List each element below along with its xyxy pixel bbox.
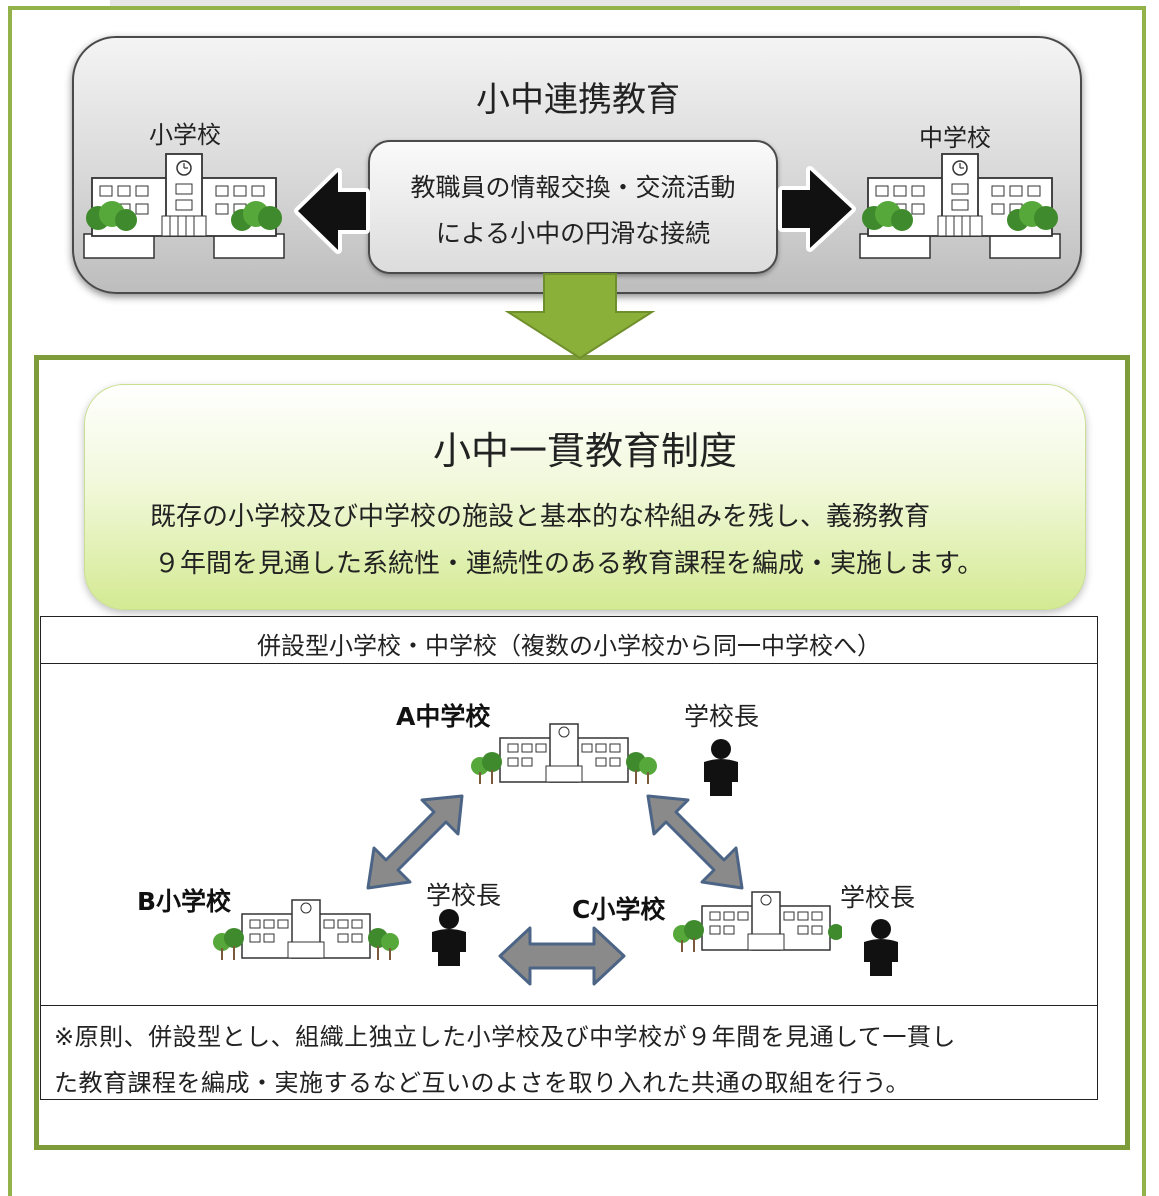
junior-high-label: 中学校 [919,124,991,152]
exchange-line-2: による小中の円滑な接続 [435,219,711,248]
school-table [40,616,1098,1100]
school-building-icon [471,723,657,784]
double-arrow-icon [498,926,626,986]
person-icon [864,919,898,976]
exchange-box: 教職員の情報交換・交流活動 による小中の円滑な接続 [368,140,778,274]
table-header: 併設型小学校・中学校（複数の小学校から同一中学校へ） [257,632,881,660]
elementary-label: 小学校 [149,121,221,149]
down-arrow-icon [504,273,656,360]
double-arrow-icon [366,794,464,890]
person-icon [432,909,466,966]
collaboration-title: 小中連携教育 [476,80,680,120]
school-building-icon [213,899,399,960]
school-b-label: B小学校 [137,887,232,916]
exchange-line-1: 教職員の情報交換・交流活動 [410,173,736,202]
person-icon [704,739,738,796]
note-line-2: た教育課程を編成・実施するなど互いのよさを取り入れた共通の取組を行う。 [54,1069,911,1097]
outer-frame [8,6,1146,1196]
left-arrow-icon [294,168,370,254]
school-building-icon [859,153,1061,259]
principal-c-label: 学校長 [840,883,916,912]
principal-a-label: 学校長 [684,702,760,731]
system-desc-line-1: 既存の小学校及び中学校の施設と基本的な枠組みを残し、義務教育 [150,502,931,532]
note-line-1: ※原則、併設型とし、組織上独立した小学校及び中学校が９年間を見通して一貫し [54,1023,956,1051]
school-building-icon [673,891,842,952]
system-desc-line-2: ９年間を見通した系統性・連続性のある教育課程を編成・実施します。 [154,549,984,579]
table-divider [40,663,1098,664]
double-arrow-icon [646,794,744,890]
school-building-icon [83,153,285,259]
system-box [84,384,1086,610]
top-edge-bar [110,0,1020,6]
school-a-label: A中学校 [396,702,491,731]
system-title: 小中一貫教育制度 [432,429,737,473]
right-arrow-icon [778,166,856,252]
school-c-label: C小学校 [572,895,666,924]
principal-b-label: 学校長 [426,881,502,910]
table-divider [40,1005,1098,1006]
